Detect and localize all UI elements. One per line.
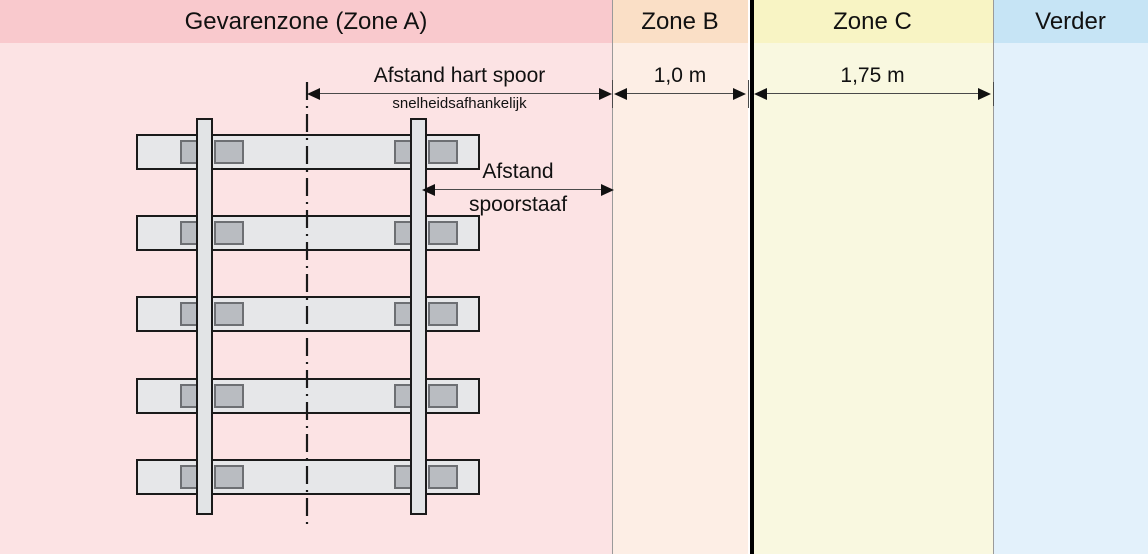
dimension-label-hart_spoor: Afstand hart spoor [373,64,546,87]
rail-fastening-plate [428,140,458,164]
zone-header-label-a: Gevarenzone (Zone A) [184,7,428,35]
dimension-line-zone_c_breedte [762,93,983,94]
track-centerline [305,82,309,527]
zone-header-label-c: Zone C [833,7,912,35]
zone-header-c: Zone C [752,0,993,43]
rail-fastening-plate [428,221,458,245]
dimension-arrow-right-hart_spoor [599,87,612,100]
dimension-line-hart_spoor [315,93,604,94]
dimension-label-spoorstaaf: Afstand [482,160,554,183]
dimension-label-zone_b_breedte: 1,0 m [653,64,707,87]
dimension-arrow-left-zone_c_breedte [754,87,767,100]
dimension-arrow-right-zone_b_breedte [733,87,746,100]
dimension-line-zone_b_breedte [622,93,738,94]
dimension-line-spoorstaaf [430,189,606,190]
zone-divider-b-c [750,0,754,554]
dimension-arrow-right-zone_c_breedte [978,87,991,100]
rail-fastening-plate [214,465,244,489]
dimension-arrow-left-zone_b_breedte [614,87,627,100]
rail-fastening-plate [428,384,458,408]
dimension-sublabel-spoorstaaf: spoorstaaf [468,193,568,216]
zone-header-label-b: Zone B [641,7,719,35]
zone-header-b: Zone B [612,0,748,43]
dimension-sublabel-hart_spoor: snelheidsafhankelijk [392,95,527,112]
zone-header-a: Gevarenzone (Zone A) [0,0,612,43]
rail-fastening-plate [428,302,458,326]
rail-fastening-plate [214,140,244,164]
zone-header-d: Verder [993,0,1148,43]
dimension-arrow-right-spoorstaaf [601,183,614,196]
rail-right [410,118,427,515]
dimension-arrow-left-spoorstaaf [422,183,435,196]
zone-header-label-d: Verder [1035,7,1106,35]
zone-body-c [752,43,993,554]
zone-body-b [612,43,748,554]
dimension-extension-tick-2 [993,82,994,106]
zone-body-d [993,43,1148,554]
dimension-arrow-left-hart_spoor [307,87,320,100]
dimension-extension-tick-0 [612,80,613,108]
rail-left [196,118,213,515]
rail-fastening-plate [214,221,244,245]
zone-divider-c-verder [993,0,994,554]
rail-fastening-plate [214,302,244,326]
dimension-label-zone_c_breedte: 1,75 m [840,64,905,87]
rail-fastening-plate [214,384,244,408]
rail-fastening-plate [428,465,458,489]
dimension-extension-tick-1 [748,80,749,108]
zone-divider-a-b [612,0,613,554]
